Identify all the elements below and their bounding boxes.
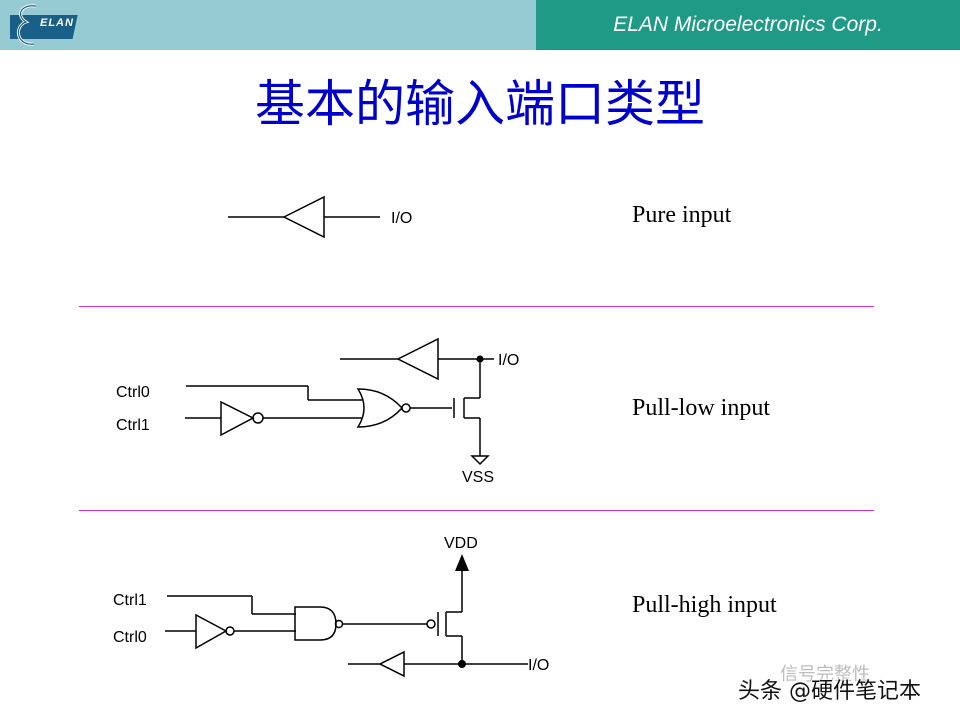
- header-bar-right: ELAN Microelectronics Corp.: [536, 0, 960, 50]
- io-label-pure: I/O: [391, 210, 412, 227]
- label-pull-low-input: Pull-low input: [632, 395, 771, 421]
- junction-dot: [476, 355, 484, 363]
- ctrl1-label-pull-low: Ctrl1: [116, 417, 150, 434]
- pull-low-circuit: [185, 337, 494, 466]
- label-pull-high-input: Pull-high input: [632, 592, 777, 618]
- junction-dot: [458, 660, 466, 668]
- input-buffer-symbol: [282, 195, 325, 239]
- inverter-symbol: [195, 613, 228, 650]
- input-buffer-symbol: [396, 337, 439, 381]
- pull-high-circuit: [165, 570, 528, 678]
- vdd-label: VDD: [444, 535, 478, 552]
- separator-line-1: [79, 306, 874, 307]
- ground-symbol: [470, 455, 490, 466]
- separator-line-2: [79, 510, 874, 511]
- io-label-pull-high: I/O: [528, 657, 549, 674]
- ctrl1-label-pull-high: Ctrl1: [113, 592, 147, 609]
- inverter-symbol: [220, 400, 255, 437]
- watermark-author: 头条 @硬件笔记本: [738, 679, 921, 704]
- label-pure-input: Pure input: [632, 202, 732, 228]
- nand-gate-symbol: [294, 606, 337, 641]
- logo-text: ELAN: [40, 17, 74, 29]
- company-name: ELAN Microelectronics Corp.: [613, 13, 883, 36]
- ctrl0-label-pull-low: Ctrl0: [116, 384, 150, 401]
- input-buffer-symbol: [378, 650, 405, 678]
- pure-input-circuit: [228, 195, 380, 239]
- io-label-pull-low: I/O: [498, 352, 519, 369]
- watermark-source: 信号完整性: [780, 664, 870, 685]
- nor-gate-symbol: [356, 388, 404, 428]
- ctrl0-label-pull-high: Ctrl0: [113, 629, 147, 646]
- elan-logo: [10, 4, 78, 46]
- vdd-arrow-icon: [455, 554, 469, 571]
- header-bar-left: ELAN: [0, 0, 536, 50]
- vss-label: VSS: [462, 469, 494, 486]
- page-title: 基本的输入端口类型: [255, 75, 705, 133]
